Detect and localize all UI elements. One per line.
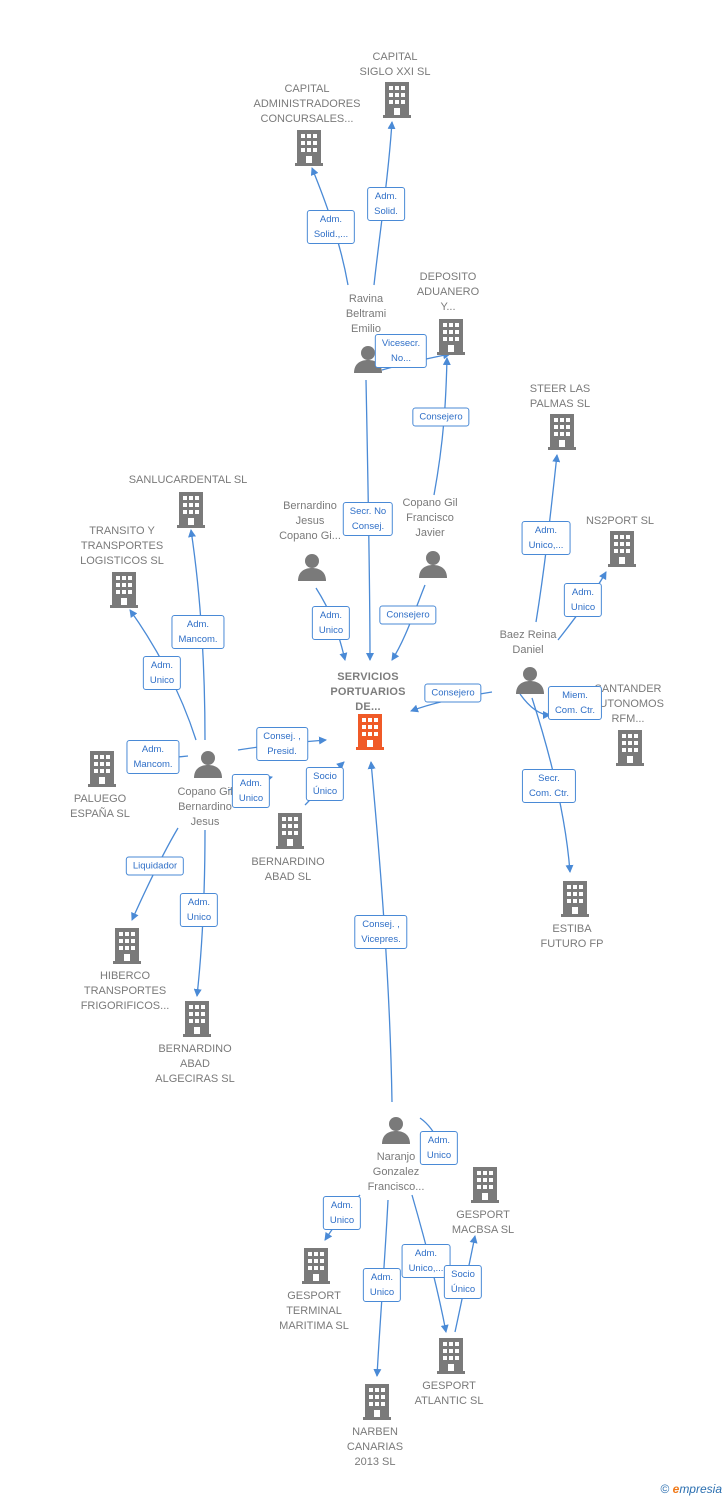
relation-label-ravina-to-capital-siglo[interactable]: Adm.Solid. [367,187,405,221]
building-icon-santander[interactable] [616,730,644,766]
relation-label-copano-bernardino-to-paluego[interactable]: Adm.Mancom. [126,740,180,774]
building-icon-capital-siglo[interactable] [383,82,411,118]
edge-copano-gil-to-deposito [433,357,451,496]
relation-label-naranjo-to-narben[interactable]: Adm.Unico [362,1268,402,1302]
relation-label-copano-bernardino-to-sanlucar[interactable]: Adm.Mancom. [171,615,225,649]
relation-label-naranjo-to-gesport-macbsa[interactable]: Adm.Unico [419,1131,459,1165]
relation-label-copano-bernardino-to-bernardino-algeciras[interactable]: Adm.Unico [179,893,219,927]
relation-label-baez-to-steer[interactable]: Adm.Unico,... [521,521,571,555]
building-icon-gesport-atlantic[interactable] [437,1338,465,1374]
person-icon-bernardino-jesus[interactable] [298,554,326,581]
building-icon-narben[interactable] [363,1384,391,1420]
relation-label-copano-bernardino-to-center[interactable]: Consej. ,Presid. [256,727,308,761]
building-icon-hiberco[interactable] [113,928,141,964]
copyright-symbol: © [660,1482,670,1496]
relation-label-bernardino-jesus-to-center[interactable]: Adm.Unico [311,606,351,640]
relation-label-ravina-to-capital-admin[interactable]: Adm.Solid.,... [306,210,356,244]
person-icon-copano-bernardino[interactable] [194,751,222,778]
building-icon-steer[interactable] [548,414,576,450]
building-icon-bernardino-algeciras[interactable] [183,1001,211,1037]
building-icon-paluego[interactable] [88,751,116,787]
building-icon-estiba[interactable] [561,881,589,917]
person-icon-baez[interactable] [516,667,544,694]
building-icon-ns2port[interactable] [608,531,636,567]
relation-label-copano-bernardino-to-transito[interactable]: Adm.Unico [142,656,182,690]
company-ns2port-label[interactable]: NS2PORT SL [585,515,655,527]
building-icon-deposito[interactable] [437,319,465,355]
relation-label-copano-gil-to-center[interactable]: Consejero [379,605,437,625]
edge-baez-to-santander [519,693,551,719]
relation-label-baez-to-ns2port[interactable]: Adm.Unico [563,583,603,617]
building-icon-sanlucar[interactable] [177,492,205,528]
building-icon-capital-admin[interactable] [295,130,323,166]
building-icon-center[interactable] [356,714,384,750]
building-icon-bernardino-abad[interactable] [276,813,304,849]
person-icon-copano-gil[interactable] [419,551,447,578]
relation-label-baez-to-center[interactable]: Consejero [424,683,482,703]
building-icon-gesport-terminal[interactable] [302,1248,330,1284]
relation-label-baez-to-santander[interactable]: Miem.Com. Ctr. [547,686,603,720]
brand-name: mpresia [679,1482,722,1496]
relation-label-copano-bernardino-to-bernardino-abad[interactable]: Adm.Unico [231,774,271,808]
building-icon-transito[interactable] [110,572,138,608]
relation-label-naranjo-to-gesport-atlantic[interactable]: Adm.Unico,... [401,1244,451,1278]
relation-label-copano-bernardino-to-hiberco[interactable]: Liquidador [125,856,185,876]
brand-initial: e [672,1482,680,1496]
person-icon-naranjo[interactable] [382,1117,410,1144]
relation-label-baez-to-estiba[interactable]: Secr.Com. Ctr. [521,769,577,803]
empresia-watermark: © empresia [660,1482,722,1496]
building-icon-gesport-macbsa[interactable] [471,1167,499,1203]
company-sanlucar-label[interactable]: SANLUCARDENTAL SL [128,474,248,486]
relation-label-ravina-to-deposito[interactable]: Vicesecr.No... [374,334,428,368]
relation-label-copano-gil-to-deposito[interactable]: Consejero [412,407,470,427]
relation-label-naranjo-to-center[interactable]: Consej. ,Vicepres. [354,915,408,949]
relation-label-naranjo-to-gesport-terminal[interactable]: Adm.Unico [322,1196,362,1230]
